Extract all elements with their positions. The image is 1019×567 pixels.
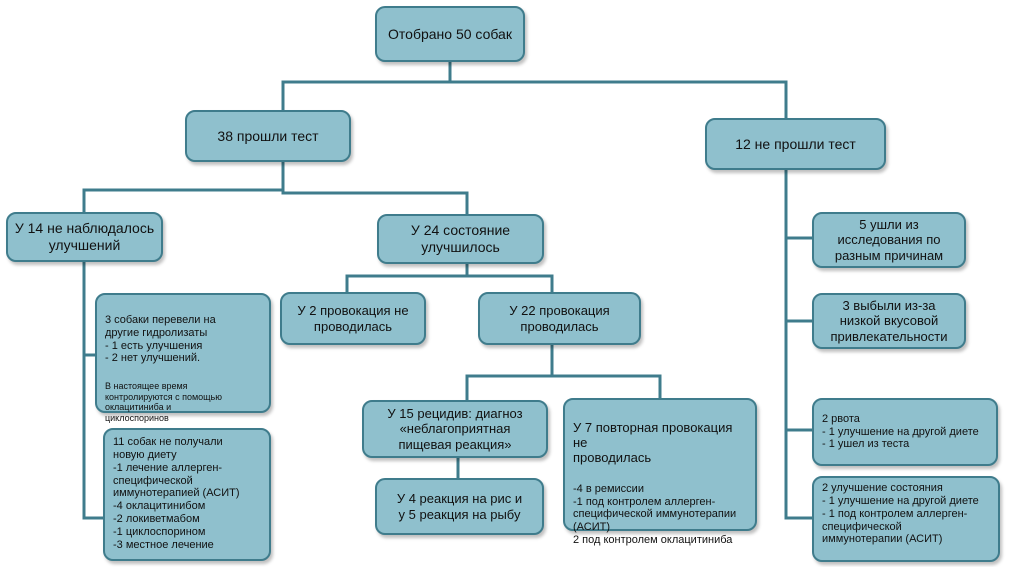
hydrolysates-text: 3 собаки перевели на другие гидролизаты … [105, 313, 216, 365]
repeat-provocation-title: У 7 повторная провокация не проводилась [573, 420, 733, 466]
node-provocation: У 22 провокация проводилась [478, 292, 641, 345]
node-hydrolysates: 3 собаки перевели на другие гидролизаты … [95, 293, 271, 423]
node-vomiting: 2 рвота - 1 улучшение на другой диете - … [812, 398, 998, 466]
node-failed: 12 не прошли тест [705, 118, 886, 170]
node-relapse: У 15 рецидив: диагноз «неблагоприятная п… [362, 400, 548, 458]
node-improved: У 24 состояние улучшилось [377, 214, 544, 264]
node-no-provocation: У 2 провокация не проводилась [280, 292, 426, 345]
node-left-study: 5 ушли из исследования по разным причина… [812, 212, 966, 268]
hydrolysates-note: В настоящее время контролируются с помощ… [105, 381, 222, 423]
node-condition-improved: 2 улучшение состояния - 1 улучшение на д… [812, 476, 1000, 562]
repeat-provocation-details: -4 в ремиссии -1 под контролем аллерген-… [573, 482, 737, 547]
node-reactions: У 4 реакция на рис и у 5 реакция на рыбу [375, 478, 544, 535]
node-repeat-provocation: У 7 повторная провокация не проводилась … [563, 398, 757, 546]
node-passed: 38 прошли тест [185, 110, 351, 162]
node-no-improvement: У 14 не наблюдалось улучшений [6, 212, 163, 262]
node-palatability: 3 выбыли из-за низкой вкусовой привлекат… [812, 293, 966, 349]
node-selected: Отобрано 50 собак [375, 6, 525, 62]
node-no-new-diet: 11 собак не получали новую диету -1 лече… [103, 428, 271, 561]
